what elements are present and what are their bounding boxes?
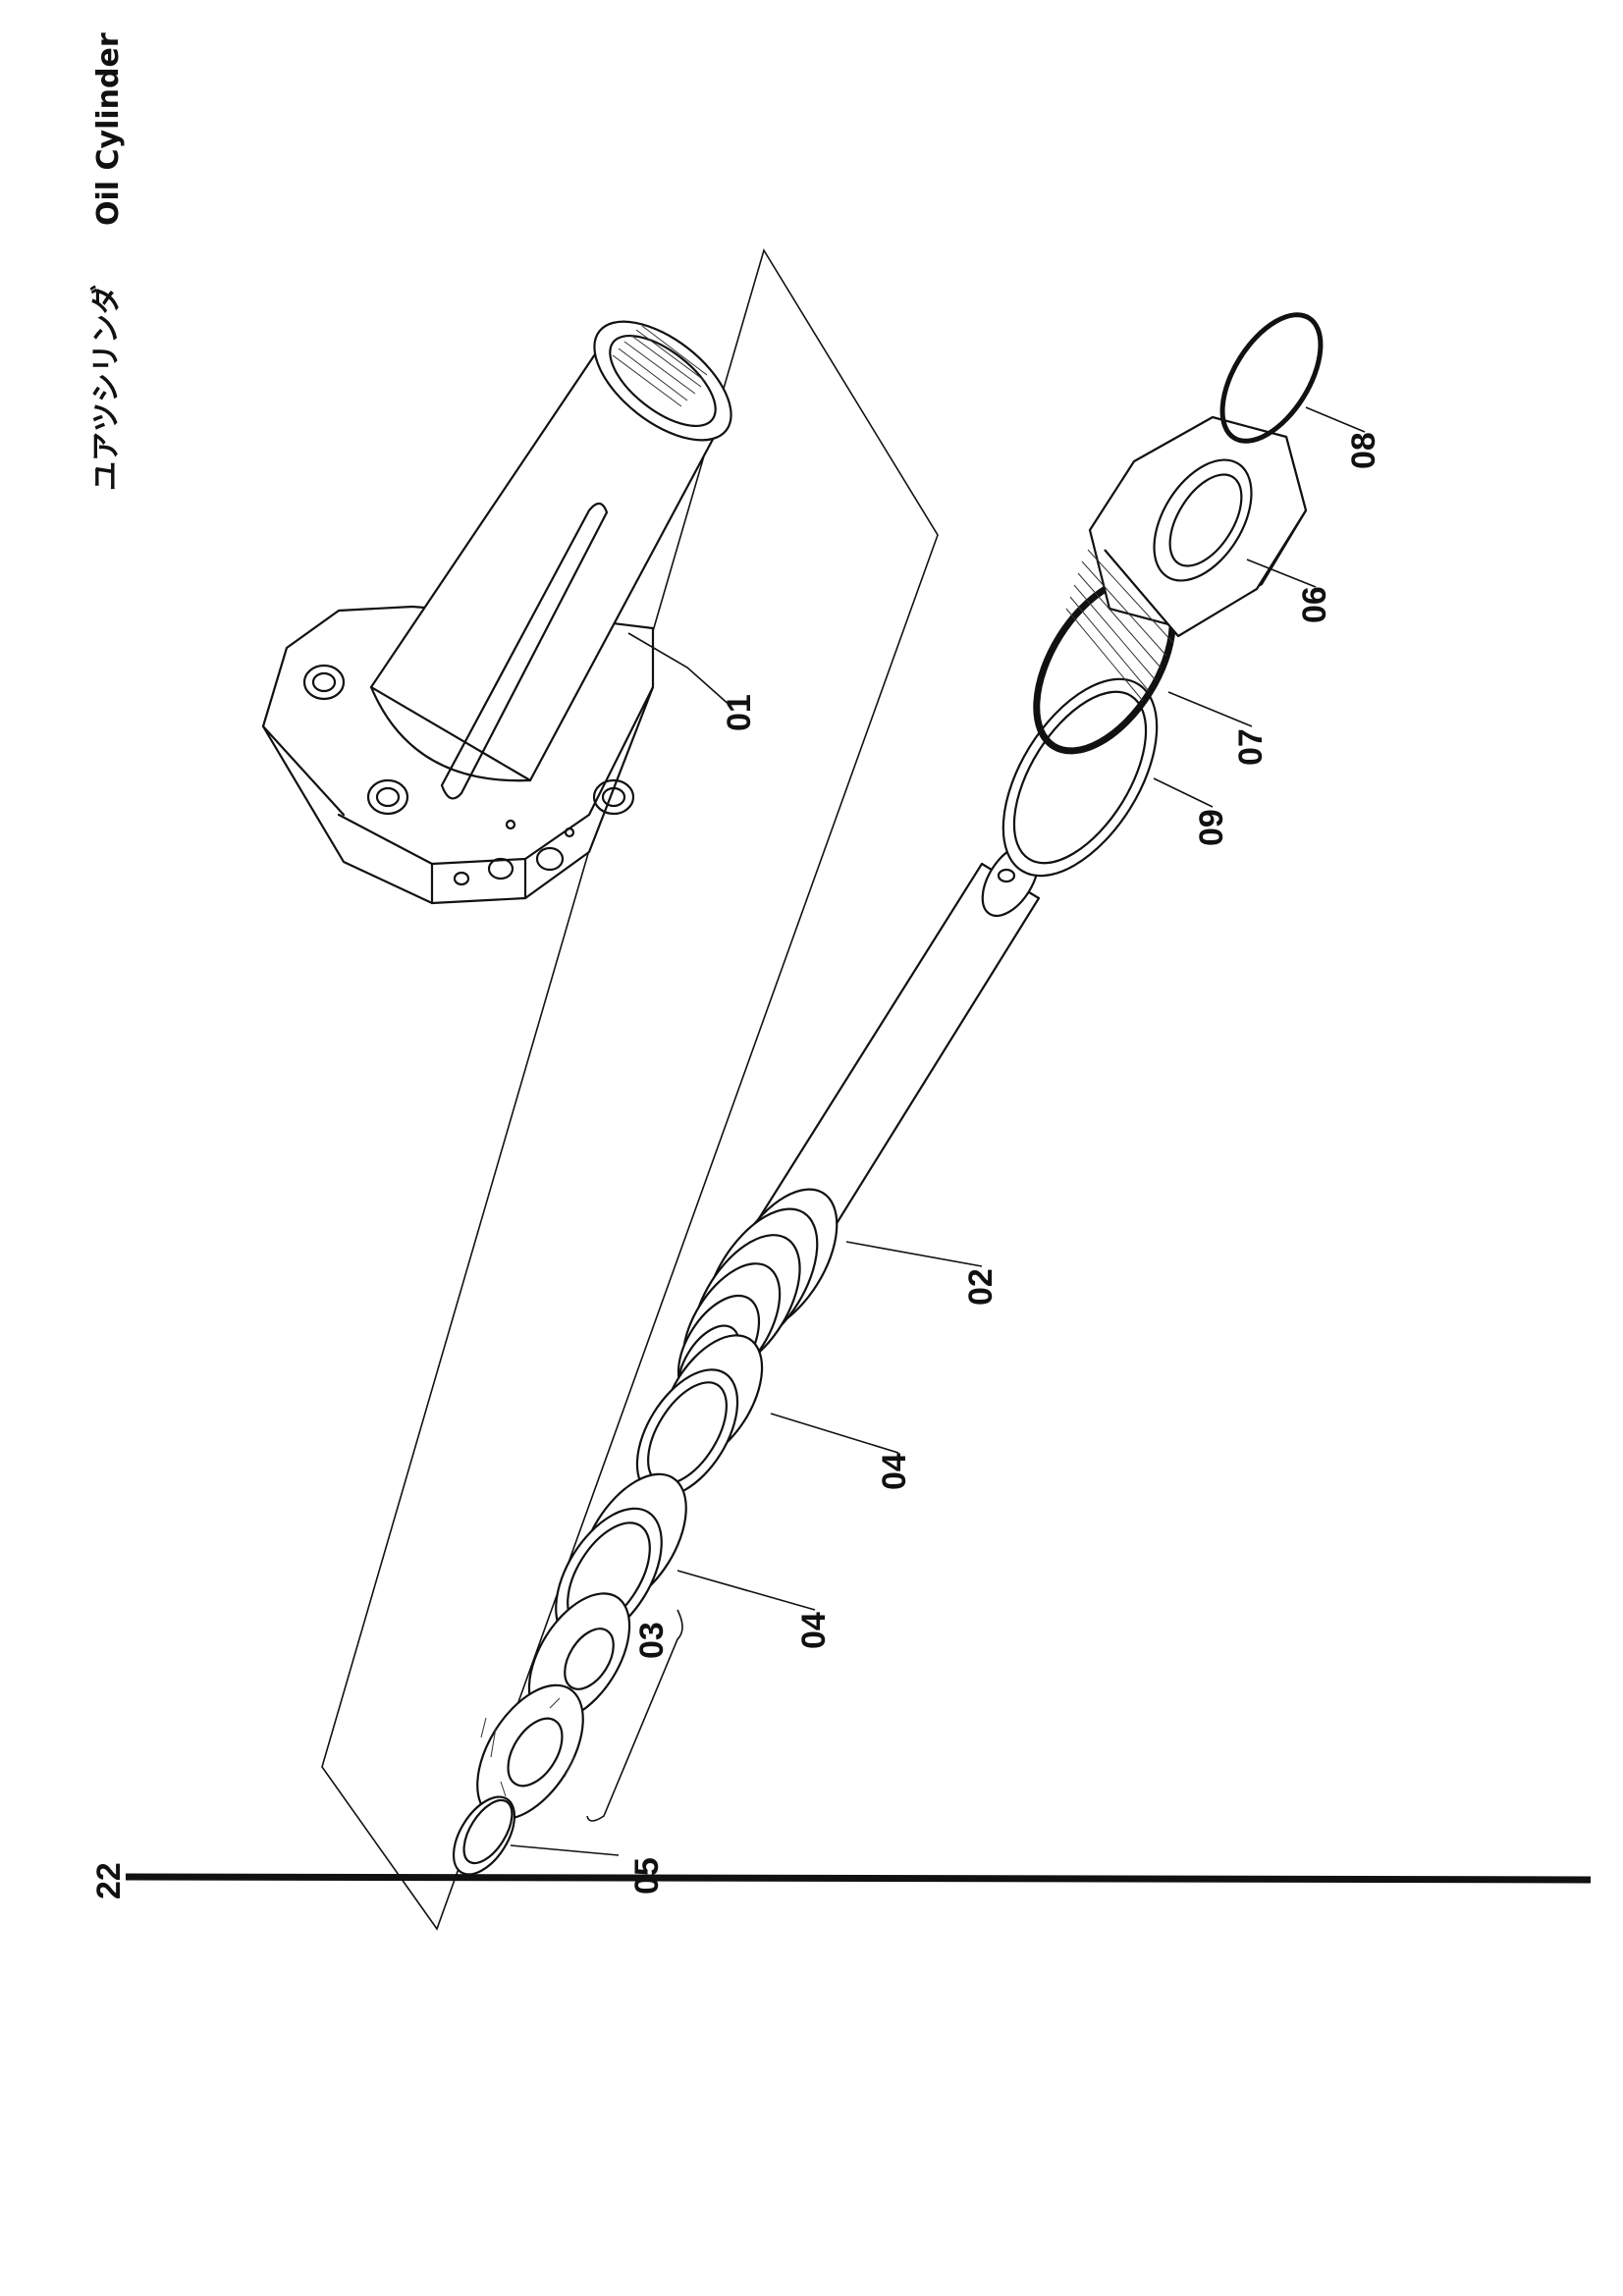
seal-set bbox=[476, 1592, 683, 1822]
bottom-rule bbox=[125, 1873, 1592, 1884]
piston-rod bbox=[676, 844, 1041, 1405]
callout-04-upper: 04 bbox=[876, 1453, 913, 1490]
page-footer: 22 bbox=[90, 1862, 1592, 1899]
callout-08: 08 bbox=[1345, 432, 1382, 469]
header: ユアツシリンダ Oil Cylinder bbox=[89, 32, 126, 491]
cylinder-body bbox=[261, 320, 732, 905]
callout-labels: 01 02 03 04 04 05 06 07 08 09 bbox=[628, 432, 1382, 1895]
callout-04-lower: 04 bbox=[795, 1612, 833, 1649]
callout-09: 09 bbox=[1193, 809, 1230, 846]
callout-06: 06 bbox=[1296, 586, 1333, 623]
callout-03: 03 bbox=[633, 1622, 671, 1659]
hex-gland-nut bbox=[1065, 415, 1308, 702]
assembly-frame bbox=[321, 248, 939, 1931]
callout-07: 07 bbox=[1232, 728, 1270, 766]
leader-lines bbox=[510, 406, 1366, 1856]
page-number: 22 bbox=[90, 1862, 128, 1899]
piston-ring-upper bbox=[635, 1334, 764, 1498]
o-ring-small bbox=[1219, 312, 1324, 444]
title-japanese: ユアツシリンダ bbox=[89, 285, 124, 491]
callout-01: 01 bbox=[721, 694, 758, 731]
callout-05: 05 bbox=[628, 1857, 666, 1895]
retaining-ring bbox=[452, 1795, 516, 1876]
callout-02: 02 bbox=[962, 1268, 1000, 1306]
title-english: Oil Cylinder bbox=[91, 32, 126, 226]
